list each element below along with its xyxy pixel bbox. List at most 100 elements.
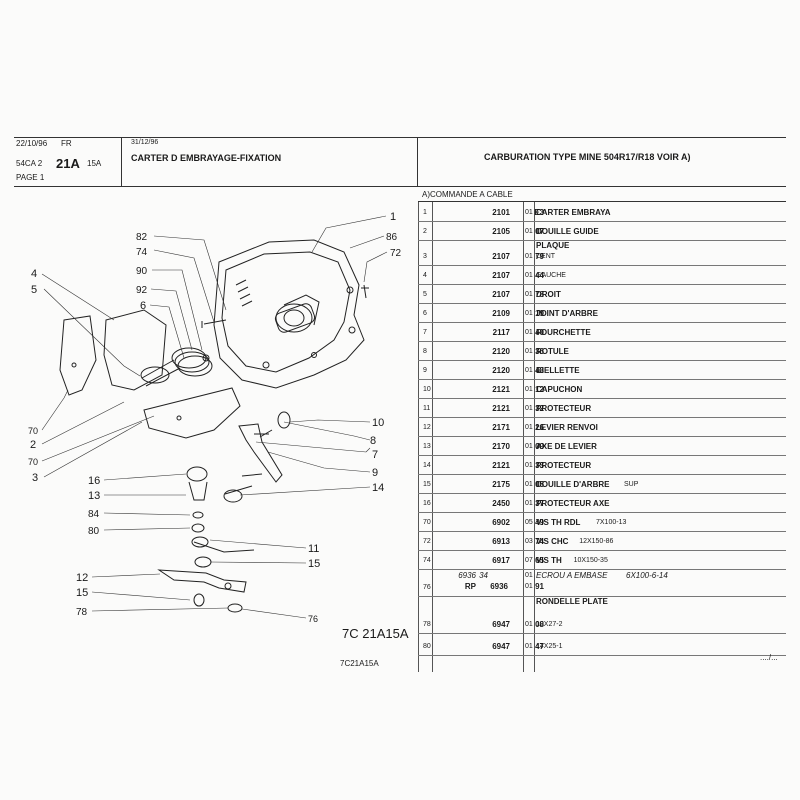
callout-13: 13	[88, 490, 100, 502]
row-designation: PROTECTEUR	[536, 404, 592, 413]
header-left-box	[14, 137, 122, 187]
row-qty: 01	[525, 572, 533, 579]
row-designation: PLAQUE	[536, 241, 570, 250]
callout-2: 2	[30, 439, 36, 451]
row-ref: 10	[423, 386, 431, 393]
row-code-sub: 09	[535, 442, 544, 451]
row-qty: 01	[525, 367, 533, 374]
row-ref: 8	[423, 348, 427, 355]
row-ref: 9	[423, 367, 427, 374]
row-code-main: 2450	[492, 499, 510, 508]
row-qty: 07	[525, 557, 533, 564]
row-qty: 03	[525, 538, 533, 545]
callout-74: 74	[136, 247, 148, 258]
row-qty: 01	[525, 621, 533, 628]
row-rp-suffix: 91	[535, 582, 544, 591]
header-code-prefix: 54CA 2	[16, 159, 43, 168]
row-code-sub: 08	[535, 620, 544, 629]
row-qty: 01	[525, 643, 533, 650]
row-designation: CAPUCHON	[536, 385, 583, 394]
row-designation-detail: 12X150-86	[579, 538, 614, 545]
callout-11: 11	[308, 543, 319, 555]
row-code-sub: 40	[535, 328, 544, 337]
row-ref: 12	[423, 424, 431, 431]
row-designation-detail: 10X27-2	[536, 621, 563, 628]
row-ref: 72	[423, 538, 431, 545]
row-qty: 01	[525, 424, 533, 431]
row-qty: 05	[525, 519, 533, 526]
header-lang: FR	[61, 139, 72, 148]
header-right-box	[418, 137, 786, 187]
row-qty: 01	[525, 253, 533, 260]
row-designation-detail: CENT	[536, 253, 556, 260]
callout-70-b: 70	[28, 457, 38, 467]
header-title: CARTER D EMBRAYAGE-FIXATION	[131, 153, 282, 163]
continuation-mark: ..../...	[760, 653, 778, 662]
header-date2: 31/12/96	[131, 139, 159, 146]
row-code-sub: 32	[535, 404, 544, 413]
callout-86: 86	[386, 232, 398, 243]
row-ref: 70	[423, 519, 431, 526]
row-ref: 6	[423, 310, 427, 317]
row-qty: 01	[525, 291, 533, 298]
callout-84: 84	[88, 509, 100, 520]
row-code-sub: E3	[534, 208, 544, 217]
row-code-sub: 26	[535, 423, 544, 432]
callout-15-b: 15	[76, 587, 88, 599]
row-designation: CARTER EMBRAYA	[536, 208, 611, 217]
row-code-main: 2109	[492, 309, 510, 318]
callout-8: 8	[370, 435, 376, 447]
row-code-main: 6947	[492, 642, 510, 651]
row-qty: 01	[525, 228, 533, 235]
row-code-sub: 34	[479, 571, 488, 580]
row-code-sub: 05	[535, 480, 544, 489]
row-designation: VIS CHC	[536, 537, 569, 546]
callout-70-a: 70	[28, 426, 38, 436]
header-page: PAGE 1	[16, 173, 45, 182]
row-ref: 78	[423, 621, 431, 628]
row-qty: 01	[525, 329, 533, 336]
row-designation: AXE DE LEVIER	[536, 442, 597, 451]
row-code-sub: 74	[535, 537, 544, 546]
callout-4: 4	[31, 268, 37, 280]
row-code-main: 2107	[492, 252, 510, 261]
callout-9: 9	[372, 467, 378, 479]
row-qty: 01	[525, 462, 533, 469]
row-code-sub: 65	[535, 556, 544, 565]
row-code-sub: 33	[535, 461, 544, 470]
callout-1: 1	[390, 211, 396, 223]
row-code-sub: 19	[535, 309, 544, 318]
row-rp-label: RP	[464, 582, 476, 591]
cover-plate	[59, 315, 97, 396]
header-code-suffix: 15A	[87, 159, 102, 168]
callout-76: 76	[308, 614, 318, 624]
row-ref: 5	[423, 291, 427, 298]
row-code-sub: 49	[535, 518, 544, 527]
row-ref: 15	[423, 481, 431, 488]
row-code-sub: 43	[535, 366, 544, 375]
callout-72: 72	[390, 248, 402, 259]
callout-10: 10	[372, 417, 384, 429]
row-designation-detail: 6X100-6-14	[626, 571, 668, 580]
row-designation: VIS TH	[536, 556, 562, 565]
header-date: 22/10/96	[16, 139, 48, 148]
row-ref: 74	[423, 557, 431, 564]
row-code-main: 2120	[492, 366, 510, 375]
row-code-main: 2107	[492, 290, 510, 299]
row-qty: 01	[525, 348, 533, 355]
row-designation-detail: 14X25-1	[536, 643, 563, 650]
row-designation: BIELLETTE	[536, 366, 580, 375]
row-code-main: 2170	[492, 442, 510, 451]
row-code-main: 2171	[492, 423, 510, 432]
row-code-main: 2117	[492, 328, 510, 337]
row-code-sub: 44	[535, 271, 544, 280]
row-code-main: 2120	[492, 347, 510, 356]
row-designation: FOURCHETTE	[536, 328, 591, 337]
callout-3: 3	[32, 472, 38, 484]
row-code-sub: 07	[535, 227, 544, 236]
row-code-main: 2121	[492, 385, 510, 394]
row-designation: ROTULE	[536, 347, 569, 356]
row-code-main: 6902	[492, 518, 510, 527]
